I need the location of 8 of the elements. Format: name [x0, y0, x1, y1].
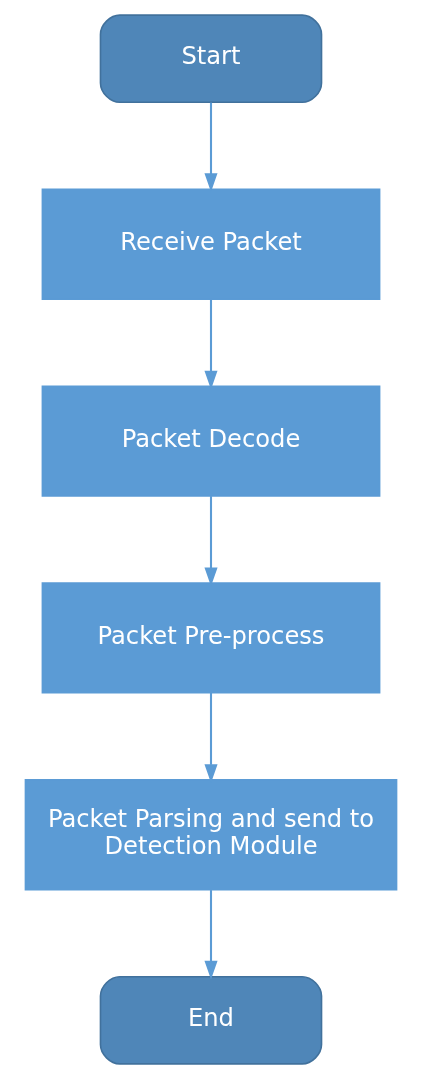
- node-box: Packet Parsing and send to Detection Module: [24, 779, 398, 891]
- node-box: Packet Pre-process: [41, 582, 381, 694]
- node-box: Start: [99, 14, 323, 104]
- arrow: [204, 890, 218, 980]
- arrow: [204, 102, 218, 192]
- node-box: Receive Packet: [41, 188, 381, 300]
- node-box: Packet Decode: [41, 385, 381, 497]
- node-box: End: [99, 975, 323, 1065]
